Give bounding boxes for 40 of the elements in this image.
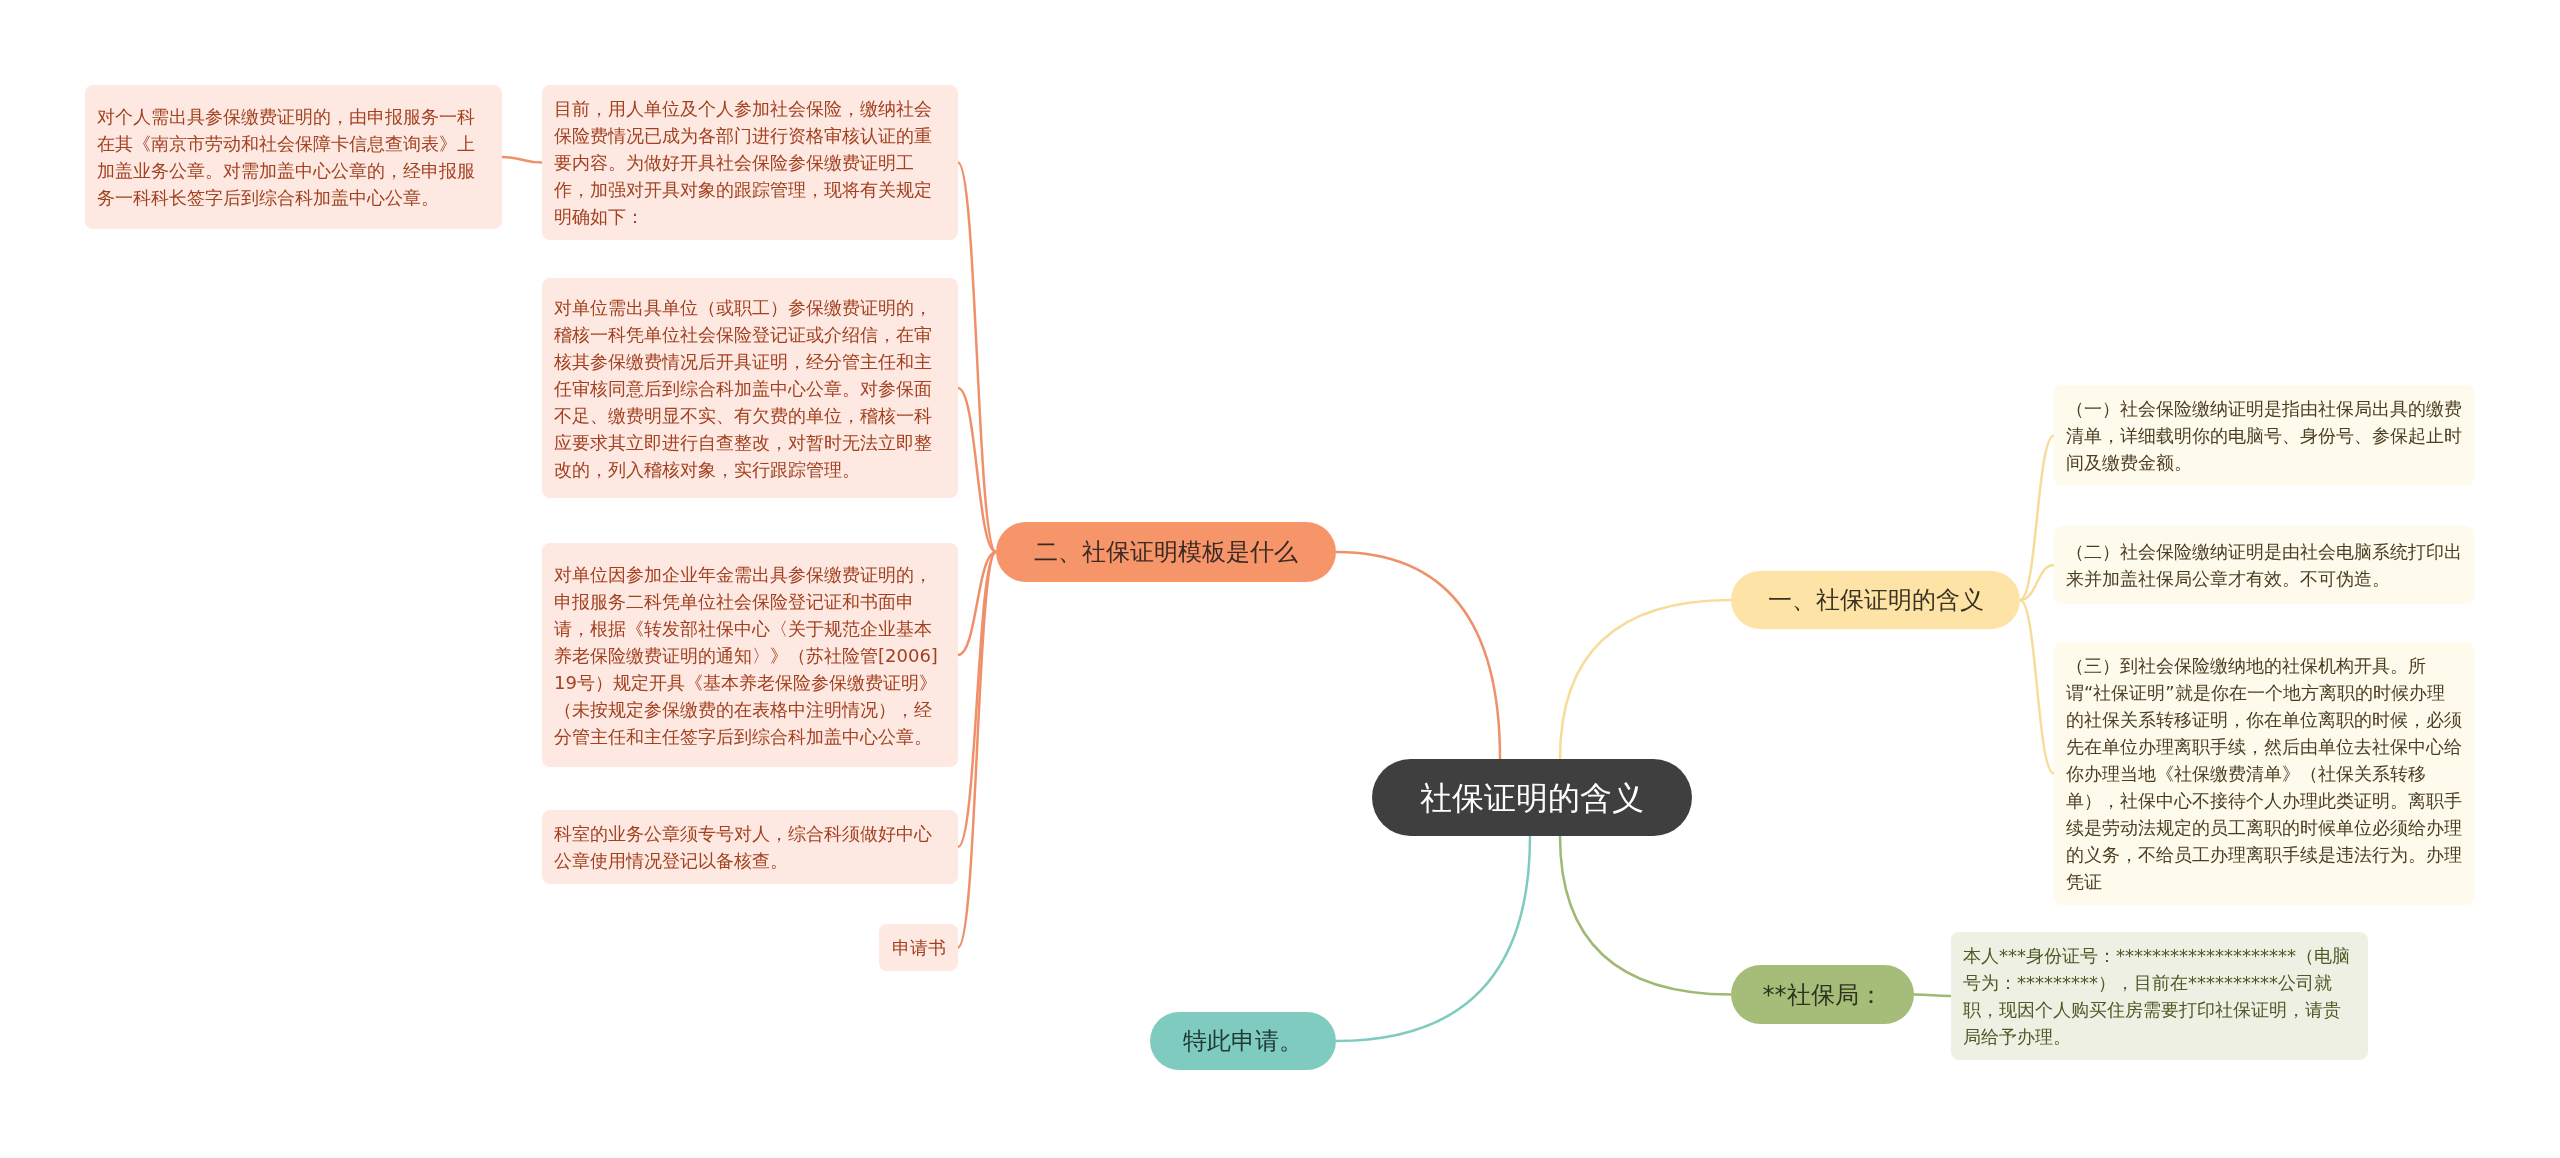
note-card xyxy=(542,810,958,884)
note-card xyxy=(879,924,958,971)
connector-line xyxy=(957,551,997,848)
note-card xyxy=(85,85,502,229)
connector-line xyxy=(956,551,998,949)
topic-text: 本人***身份证号：********************（电脑号为：*********），目前在**********公司就职，现因个人购买住房需要打印社保证明，请贵局给予办理。 xyxy=(1963,944,2351,1049)
connector-line xyxy=(501,155,543,164)
connector-line xyxy=(1335,550,1502,760)
topic-text: 社保证明的含义 xyxy=(1420,777,1644,819)
topic-text: 对个人需出具参保缴费证明的，由申报服务一科在其《南京市劳动和社会保障卡信息查询表》上加盖业务公章。对需加盖中心公章的，经申报服务一科科长签字后到综合科加盖中心公章。 xyxy=(97,105,476,210)
connector-line xyxy=(2019,599,2055,775)
topic-text: 科室的业务公章须专号对人，综合科须做好中心公章使用情况登记以备核查。 xyxy=(554,822,933,873)
topic-text: （一）社会保险缴纳证明是指由社保局出具的缴费清单，详细载明你的电脑号、身份号、参保起止时间及缴费金额。 xyxy=(2066,397,2462,475)
topic-text: 一、社保证明的含义 xyxy=(1767,585,1984,616)
connector-line xyxy=(956,161,998,553)
connector-line xyxy=(957,387,997,553)
topic-text: 对单位因参加企业年金需出具参保缴费证明的，申报服务二科凭单位社会保险登记证和书面申请，根据《转发部社保中心〈关于规范企业基本养老保险缴费证明的通知〉》（苏社险管[2006]19号）规定开具《基本养老保险参保缴费证明》（未按规定参保缴费的在表格中注明情况），经分管主任和主任签字后到综合科加盖中心公章。 xyxy=(554,562,939,749)
note-card xyxy=(542,543,958,767)
topic-text: 对单位需出具单位（或职工）参保缴费证明的，稽核一科凭单位社会保险登记证或介绍信，在审核其参保缴费情况后开具证明，经分管主任和主任审核同意后到综合科加盖中心公章。对参保面不足、缴费明显不实、有欠费的单位，稽核一科应要求其立即进行自查整改，对暂时无法立即整改的，列入稽核对象，实行跟踪管理。 xyxy=(554,295,933,482)
topic-text: 目前，用人单位及个人参加社会保险，缴纳社会保险费情况已成为各部门进行资格审核认证的重要内容。为做好开具社会保险参保缴费证明工作，加强对开具对象的跟踪管理，现将有关规定明确如下： xyxy=(554,97,933,229)
topic-text: 申请书 xyxy=(891,936,946,960)
note-card xyxy=(2054,526,2474,604)
topic-text: （二）社会保险缴纳证明是由社会电脑系统打印出来并加盖社保局公章才有效。不可伪造。 xyxy=(2066,540,2462,591)
connector-line xyxy=(1335,835,1532,1043)
branch-topic xyxy=(1731,571,2020,629)
note-card xyxy=(2054,385,2474,486)
connector-line xyxy=(1558,598,1732,760)
topic-text: （三）到社会保险缴纳地的社保机构开具。所谓“社保证明”就是你在一个地方离职的时候办理的社保关系转移证明，你在单位离职的时候，必须先在单位办理离职手续，然后由单位去社保中心给你办理当地《社保缴费清单》（社保关系转移单），社保中心不接待个人办理此类证明。离职手续是劳动法规定的员工离职的时候单位必须给办理的义务，不给员工办理离职手续是违法行为。办理凭证 xyxy=(2066,654,2462,894)
connector-line xyxy=(957,550,997,657)
note-card xyxy=(1951,932,2368,1060)
note-card xyxy=(542,85,958,240)
connector-line xyxy=(1558,835,1732,996)
topic-text: **社保局： xyxy=(1762,979,1883,1011)
note-card xyxy=(542,278,958,498)
connector-line xyxy=(2019,434,2055,601)
topic-text: 特此申请。 xyxy=(1183,1026,1303,1057)
topic-text: 二、社保证明模板是什么 xyxy=(1034,537,1298,568)
branch-topic xyxy=(1150,1012,1336,1070)
branch-topic xyxy=(996,522,1336,582)
connector-line xyxy=(1914,993,1951,998)
